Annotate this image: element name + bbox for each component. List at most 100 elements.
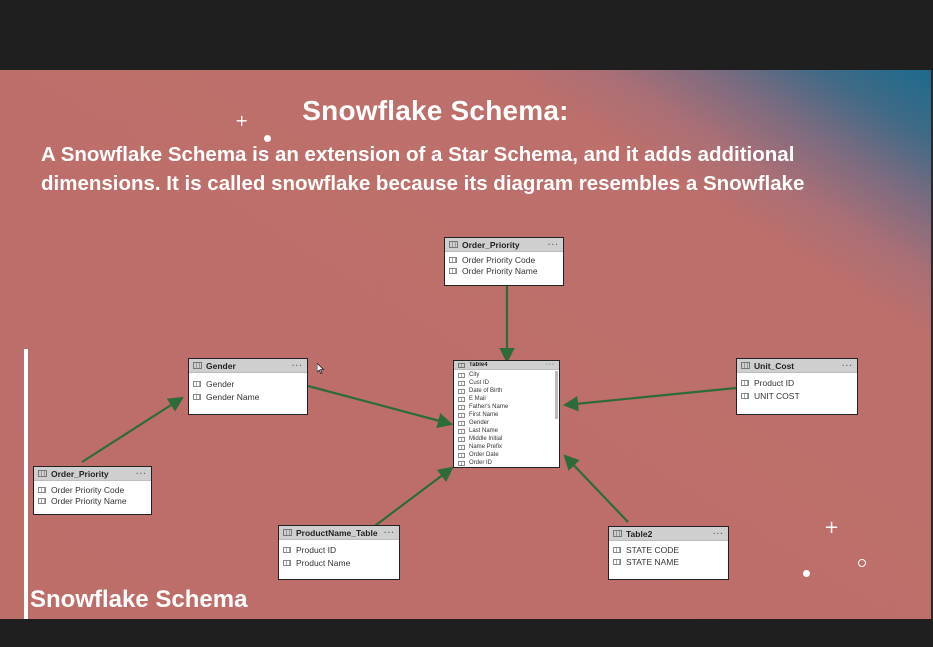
field-label: Order Priority Code (51, 484, 125, 495)
column-icon (458, 460, 465, 466)
table-name: Order_Priority (462, 239, 520, 250)
more-options-icon[interactable]: ··· (136, 469, 147, 478)
more-options-icon[interactable]: ··· (548, 240, 559, 249)
accent-vertical-line (24, 349, 28, 619)
column-icon (613, 547, 621, 553)
table-card-gender[interactable]: Gender ··· Gender Gender Name (188, 358, 308, 415)
column-icon (458, 388, 465, 394)
field-item[interactable]: Gender Name (193, 390, 303, 403)
field-item[interactable]: Last Name (458, 427, 555, 435)
top-letterbox (0, 0, 933, 70)
connector-gender-table4 (307, 384, 454, 429)
field-item[interactable]: Date of Birth (458, 387, 555, 395)
column-icon (449, 256, 457, 263)
field-label: City (469, 372, 480, 378)
footer-title: Snowflake Schema (30, 586, 248, 613)
table-card-table2[interactable]: Table2 ··· STATE CODE STATE NAME (608, 526, 729, 580)
field-label: Order Priority Name (462, 266, 538, 277)
table-icon (193, 362, 202, 369)
field-item[interactable]: Order Priority Name (38, 496, 147, 508)
more-options-icon[interactable]: ··· (713, 529, 724, 538)
field-label: UNIT COST (754, 390, 800, 401)
table-header: Gender ··· (189, 359, 307, 373)
field-label: Product Name (296, 557, 351, 568)
mouse-cursor-icon (317, 363, 325, 374)
connector-orderpriority-gender (81, 396, 184, 463)
column-icon (458, 444, 465, 450)
table-name: Gender (206, 360, 236, 371)
field-item[interactable]: STATE NAME (613, 556, 724, 568)
field-item[interactable]: Father's Name (458, 403, 555, 411)
scrollbar[interactable] (555, 371, 558, 419)
field-item[interactable]: City (458, 371, 555, 379)
more-options-icon[interactable]: ··· (384, 528, 395, 537)
field-item[interactable]: Order ID (458, 459, 555, 467)
more-options-icon[interactable]: ··· (842, 361, 853, 370)
field-item[interactable]: Product ID (741, 376, 853, 389)
field-item[interactable]: STATE CODE (613, 544, 724, 556)
column-icon (193, 393, 201, 400)
table-card-table4[interactable]: Table4 ··· City Cust ID Date of Birth E … (453, 360, 560, 468)
column-icon (283, 546, 291, 553)
field-item[interactable]: Gender (458, 419, 555, 427)
column-icon (458, 396, 465, 402)
field-item[interactable]: Gender (193, 377, 303, 390)
field-item[interactable]: UNIT COST (741, 389, 853, 402)
field-item[interactable]: Product Name (283, 556, 395, 569)
field-item[interactable]: Middle Initial (458, 435, 555, 443)
table-card-unit-cost[interactable]: Unit_Cost ··· Product ID UNIT COST (736, 358, 858, 415)
column-icon (458, 380, 465, 386)
table-header: Table4 ··· (454, 361, 559, 370)
right-edge (931, 70, 933, 619)
field-item[interactable]: Order Priority Code (38, 484, 147, 496)
table-icon (458, 362, 465, 368)
field-label: Order Priority Name (51, 496, 127, 507)
more-options-icon[interactable]: ··· (292, 361, 303, 370)
table-icon (613, 530, 622, 537)
table-header: Order_Priority ··· (445, 238, 563, 252)
table-header: Table2 ··· (609, 527, 728, 541)
bottom-letterbox (0, 619, 933, 647)
column-icon (741, 392, 749, 399)
column-icon (458, 372, 465, 378)
table-header: ProductName_Table ··· (279, 526, 399, 540)
table-name: Order_Priority (51, 468, 109, 479)
field-item[interactable]: Name Prefix (458, 443, 555, 451)
field-item[interactable]: E Mail (458, 395, 555, 403)
field-item[interactable]: Cust ID (458, 379, 555, 387)
table-card-order-priority-left[interactable]: Order_Priority ··· Order Priority Code O… (33, 466, 152, 515)
table-icon (38, 470, 47, 477)
column-icon (38, 486, 46, 493)
field-item[interactable]: First Name (458, 411, 555, 419)
field-label: Middle Initial (469, 436, 503, 442)
connector-unitcost-table4 (562, 386, 737, 412)
column-icon (458, 420, 465, 426)
field-label: Gender (206, 378, 235, 389)
slide-subtitle: A Snowflake Schema is an extension of a … (41, 143, 805, 195)
field-label: Date of Birth (469, 388, 503, 394)
field-label: First Name (469, 412, 499, 418)
field-label: Last Name (469, 428, 499, 434)
table-icon (449, 241, 458, 248)
field-label: Product ID (296, 544, 337, 555)
field-label: E Mail (469, 396, 486, 402)
field-item[interactable]: Product ID (283, 543, 395, 556)
column-icon (613, 559, 621, 565)
field-label: Order Priority Code (462, 254, 536, 265)
table-icon (741, 362, 750, 369)
field-label: Product ID (754, 377, 795, 388)
field-item[interactable]: Order Priority Name (449, 266, 559, 278)
table-card-productname-table[interactable]: ProductName_Table ··· Product ID Product… (278, 525, 400, 580)
column-icon (458, 436, 465, 442)
dot-decoration (803, 570, 810, 577)
table-name: ProductName_Table (296, 527, 378, 538)
table-header: Order_Priority ··· (34, 467, 151, 481)
more-options-icon[interactable]: ··· (546, 362, 555, 368)
column-icon (741, 379, 749, 386)
field-item[interactable]: Order Date (458, 451, 555, 459)
table-name: Table4 (469, 362, 488, 368)
field-item[interactable]: Order Priority Code (449, 254, 559, 266)
field-label: STATE CODE (626, 545, 680, 555)
table-card-order-priority-top[interactable]: Order_Priority ··· Order Priority Code O… (444, 237, 564, 286)
column-icon (283, 559, 291, 566)
